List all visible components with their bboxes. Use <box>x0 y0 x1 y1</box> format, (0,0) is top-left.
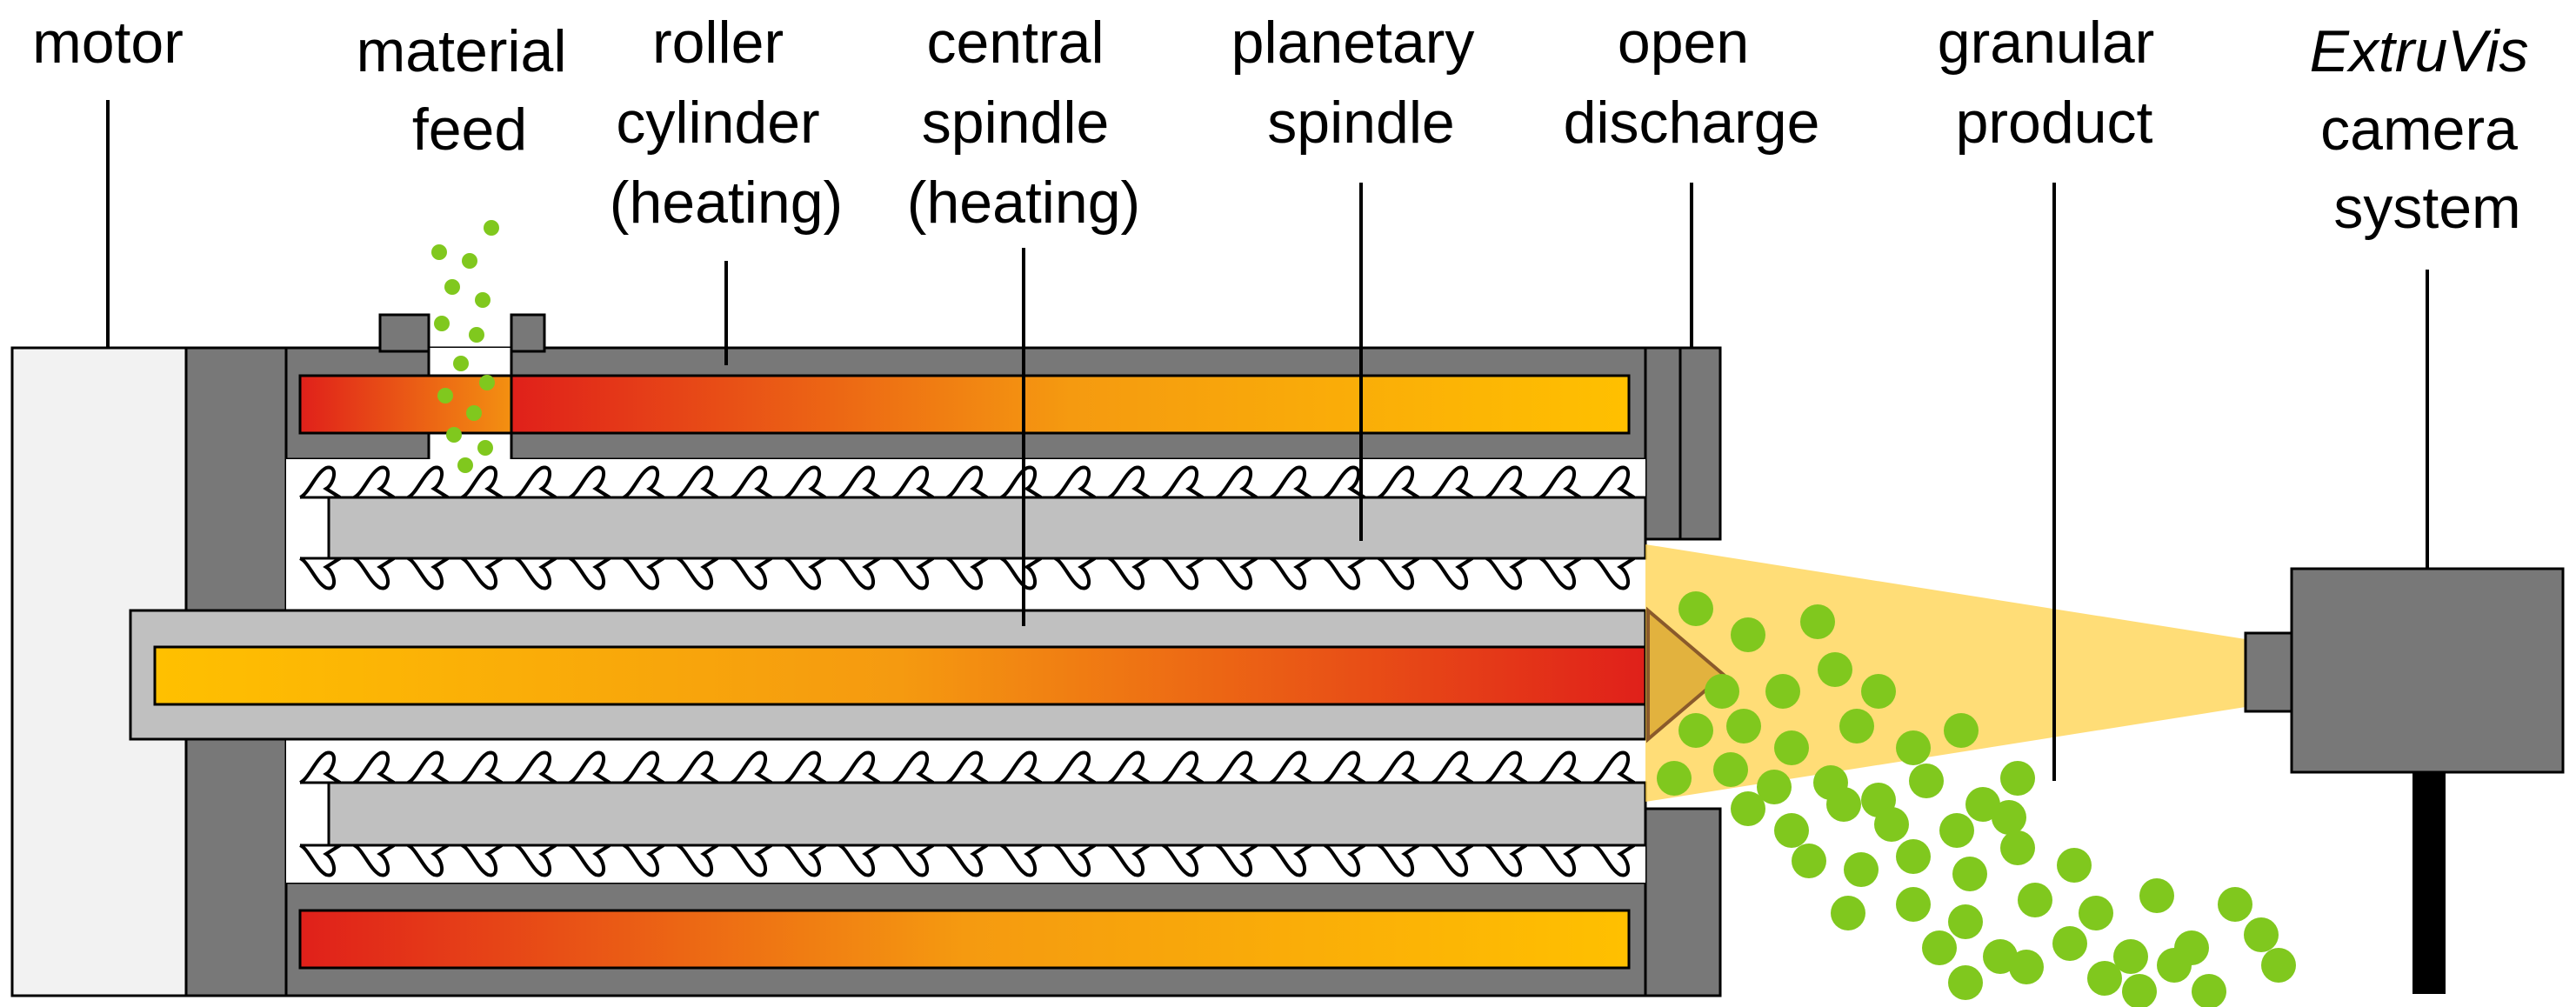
granule-dot <box>1861 674 1896 709</box>
planetary-spindle-upper <box>327 496 1647 560</box>
label-camera-system: ExtruVis camera system <box>2310 18 2546 241</box>
granule-dot <box>1826 787 1861 822</box>
granule-dot <box>1800 604 1835 639</box>
label-granular-product: granular product <box>1938 10 2171 156</box>
discharge-ring-lower <box>1644 807 1722 997</box>
granule-dot <box>1678 713 1713 748</box>
granule-dot <box>1952 857 1987 891</box>
granule-dot <box>444 279 460 295</box>
granule-dot <box>2218 887 2252 922</box>
discharge-ring-upper-b <box>1678 346 1722 541</box>
granule-dot <box>466 405 482 421</box>
granule-dot <box>437 388 453 403</box>
central-heating-channel <box>153 645 1647 706</box>
granule-dot <box>2000 830 2035 865</box>
granule-dot <box>1792 844 1826 878</box>
granule-dot <box>469 327 484 343</box>
central-spindle-tip <box>1646 606 1727 744</box>
granule-dot <box>2079 896 2113 930</box>
roller-heating-channel-top-b <box>510 374 1631 435</box>
granule-dot <box>1909 764 1944 798</box>
granule-dot <box>1831 896 1865 930</box>
granule-dot <box>1965 787 2000 822</box>
granule-dot <box>446 427 462 443</box>
granule-dot <box>1765 674 1800 709</box>
granule-dot <box>431 244 447 260</box>
spindle-tooth-row <box>298 465 1636 499</box>
camera-stand <box>2412 772 2446 994</box>
granule-dot <box>1896 730 1931 765</box>
label-central-spindle: central spindle (heating) <box>907 10 1140 236</box>
granule-dot <box>1818 652 1852 687</box>
granule-dot <box>2057 848 2092 883</box>
roller-heating-channel-bottom <box>298 909 1631 970</box>
label-material-feed: material feed <box>357 18 584 163</box>
granule-dot <box>2122 974 2157 1007</box>
granule-dot <box>1944 713 1979 748</box>
camera-icon <box>2290 567 2565 774</box>
granule-dot <box>1922 930 1957 965</box>
granule-dot <box>1844 852 1879 887</box>
granule-dot <box>1992 800 2026 835</box>
granule-dot <box>1678 591 1713 626</box>
material-feed-dots <box>431 220 499 473</box>
label-motor: motor <box>32 10 184 76</box>
granule-dot <box>2113 939 2148 974</box>
granule-dot <box>2192 974 2226 1007</box>
granule-dot <box>1948 965 1983 1000</box>
label-open-discharge: open discharge <box>1564 10 1820 156</box>
granule-dot <box>1896 839 1931 874</box>
granule-dot <box>462 253 477 269</box>
spindle-tooth-row <box>298 750 1636 784</box>
granule-dot <box>2087 961 2122 996</box>
granule-dot <box>2244 917 2279 952</box>
feed-port-collar-right <box>510 313 546 353</box>
feed-port-collar-left <box>378 313 430 353</box>
granule-dot <box>477 440 493 456</box>
granule-dot <box>475 292 491 308</box>
granule-dot <box>1705 674 1739 709</box>
label-roller-cylinder: roller cylinder (heating) <box>610 10 843 236</box>
granule-dot <box>1757 770 1792 804</box>
granule-dot <box>457 457 473 473</box>
granular-product-dots <box>1657 591 2296 1007</box>
granule-dot <box>1774 813 1809 848</box>
granule-dot <box>479 375 495 390</box>
granule-dot <box>453 356 469 371</box>
granule-dot <box>1713 752 1748 787</box>
granule-dot <box>484 220 499 236</box>
granule-dot <box>1939 813 1974 848</box>
granule-dot <box>2052 926 2087 961</box>
spindle-tooth-row <box>298 557 1636 590</box>
granule-dot <box>1731 791 1765 826</box>
camera-lens <box>2244 631 2293 713</box>
granule-dot <box>1874 807 1909 842</box>
discharge-ring-upper-a <box>1644 346 1682 541</box>
granule-dot <box>2157 948 2192 983</box>
granule-dot <box>434 316 450 331</box>
granule-dot <box>1839 709 1874 744</box>
planetary-spindle-lower <box>327 781 1647 847</box>
label-planetary-spindle: planetary spindle <box>1231 10 1492 156</box>
granule-dot <box>2018 883 2052 917</box>
granule-dot <box>2009 950 2044 984</box>
spindle-tooth-row <box>298 844 1636 877</box>
granule-dot <box>2261 948 2296 983</box>
granule-dot <box>1983 939 2018 974</box>
granule-dot <box>1726 709 1761 744</box>
granule-dot <box>1657 761 1692 796</box>
granule-dot <box>2000 761 2035 796</box>
granule-dot <box>1896 887 1931 922</box>
granule-dot <box>2139 878 2174 913</box>
granule-dot <box>1731 617 1765 652</box>
granule-dot <box>1948 904 1983 939</box>
granule-dot <box>1774 730 1809 765</box>
